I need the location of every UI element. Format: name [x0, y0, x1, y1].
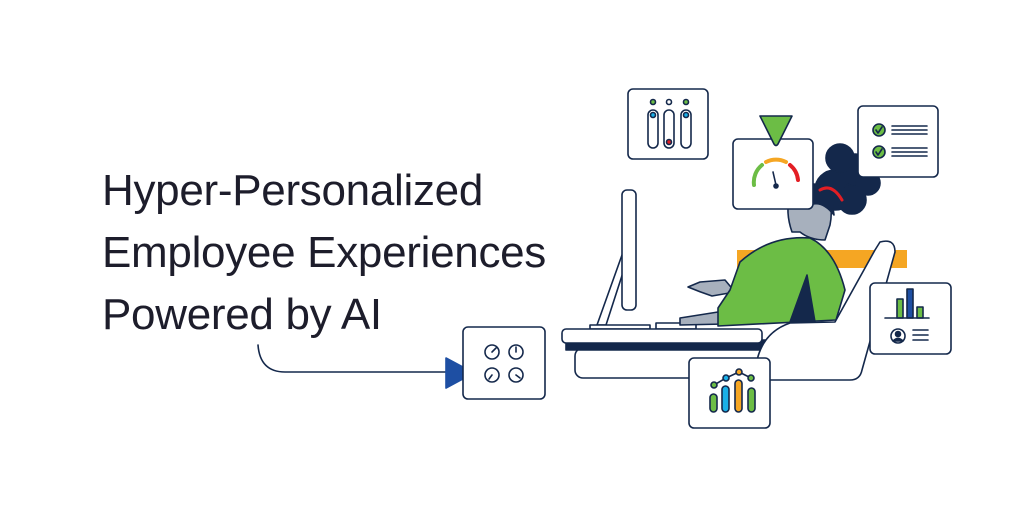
person [679, 143, 881, 327]
checklist-card [857, 105, 939, 178]
sliders-card [627, 88, 709, 160]
headline-line-3: Powered by AI [102, 290, 382, 339]
headline-line-2: Employee Experiences [102, 228, 547, 277]
headline-line-1: Hyper-Personalized [102, 166, 483, 215]
monitor [589, 189, 697, 330]
connector-line [257, 344, 449, 373]
profile-chart-card [869, 282, 952, 355]
dials-card [462, 326, 546, 400]
play-arrow-icon [445, 357, 475, 389]
down-triangle-icon [759, 115, 793, 147]
gauge-card [732, 115, 814, 210]
headline: Hyper-Personalized Employee Experiences … [102, 160, 546, 346]
trend-chart-card [688, 357, 771, 429]
chair [754, 240, 896, 381]
